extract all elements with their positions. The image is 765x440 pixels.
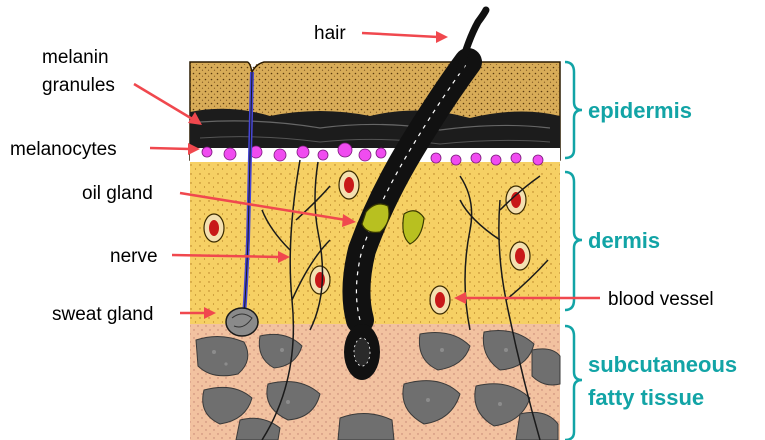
nerve-label: nerve [110, 246, 158, 267]
subcutaneous-label-line2: fatty tissue [588, 385, 704, 410]
layer-brackets [565, 62, 582, 440]
dermis-bracket [565, 172, 582, 310]
sweat-gland-label: sweat gland [52, 304, 153, 325]
epidermis-bracket [565, 62, 582, 158]
dermis-label: dermis [588, 228, 660, 253]
subcutaneous-label-line1: subcutaneous [588, 352, 737, 377]
skin-block [190, 10, 560, 440]
oil-gland-label: oil gland [82, 183, 153, 204]
blood-vessel-label: blood vessel [608, 289, 714, 310]
subcutaneous-bracket [565, 326, 582, 440]
sweat-gland-coil [226, 308, 258, 336]
epidermis-label: epidermis [588, 98, 692, 123]
melanocytes-label: melanocytes [10, 139, 117, 160]
melanin-granules-label-line2: granules [42, 75, 115, 96]
hair-label: hair [314, 23, 346, 44]
hair-arrow [362, 31, 448, 43]
melanin-granules-label-line1: melanin [42, 47, 109, 68]
